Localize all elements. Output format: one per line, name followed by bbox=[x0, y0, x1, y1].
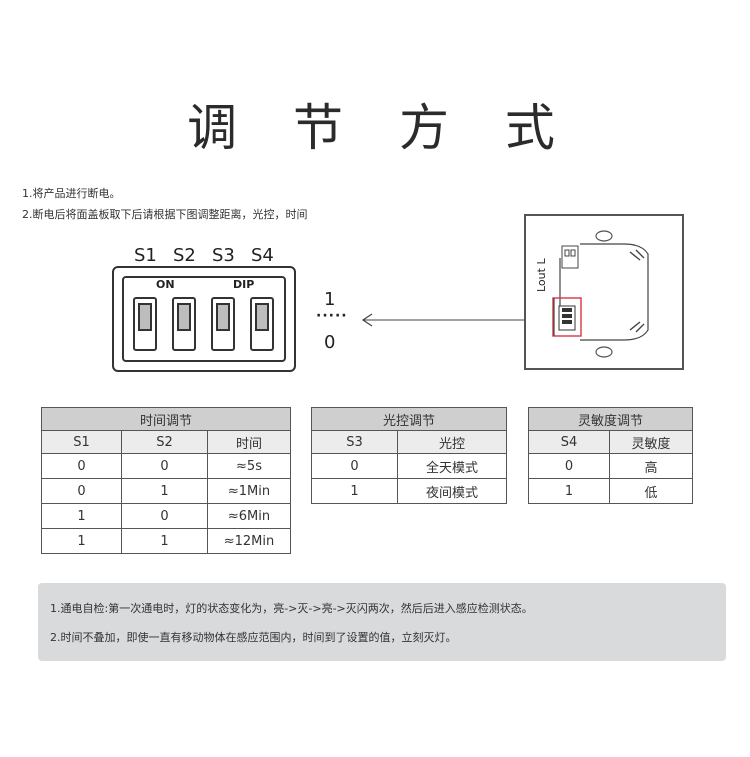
table-cell: ≈6Min bbox=[207, 503, 291, 529]
table-cell: 1 bbox=[121, 478, 208, 504]
table-cell: 0 bbox=[41, 453, 122, 479]
table-cell: 1 bbox=[41, 528, 122, 554]
table-cell: 低 bbox=[609, 478, 693, 504]
table-cell: 0 bbox=[121, 503, 208, 529]
time-header-s1: S1 bbox=[41, 430, 122, 454]
device-back-panel bbox=[524, 214, 684, 370]
light-header-mode: 光控 bbox=[397, 430, 507, 454]
table-cell: 1 bbox=[311, 478, 398, 504]
dip-toggle-s2 bbox=[172, 297, 196, 351]
table-cell: 全天模式 bbox=[397, 453, 507, 479]
note-1: 1.通电自检:第一次通电时，灯的状态变化为，亮->灭->亮->灭闪两次，然后后进… bbox=[50, 602, 533, 615]
lout-label: Lout L bbox=[535, 248, 555, 298]
pointer-arrow-icon bbox=[361, 313, 554, 327]
sensitivity-table-title: 灵敏度调节 bbox=[528, 407, 693, 431]
circuit-board-icon bbox=[552, 230, 649, 358]
dip-toggle-s4 bbox=[250, 297, 274, 351]
step-2: 2.断电后将面盖板取下后请根据下图调整距离，光控，时间 bbox=[22, 208, 308, 221]
table-cell: ≈1Min bbox=[207, 478, 291, 504]
table-cell: 夜间模式 bbox=[397, 478, 507, 504]
table-cell: 1 bbox=[121, 528, 208, 554]
light-header-s3: S3 bbox=[311, 430, 398, 454]
scale-dots: ····· bbox=[316, 308, 348, 324]
dip-label-s1: S1 bbox=[134, 245, 157, 266]
dip-dip-label: DIP bbox=[233, 278, 255, 291]
step-1: 1.将产品进行断电。 bbox=[22, 187, 121, 200]
table-cell: 0 bbox=[311, 453, 398, 479]
sensitivity-header-level: 灵敏度 bbox=[609, 430, 693, 454]
table-cell: 0 bbox=[121, 453, 208, 479]
table-cell: 0 bbox=[41, 478, 122, 504]
time-header-time: 时间 bbox=[207, 430, 291, 454]
dip-toggle-s1 bbox=[133, 297, 157, 351]
dip-label-s4: S4 bbox=[251, 245, 274, 266]
dip-on-label: ON bbox=[156, 278, 175, 291]
scale-top-label: 1 bbox=[324, 289, 336, 310]
table-cell: 0 bbox=[528, 453, 610, 479]
note-2: 2.时间不叠加，即使一直有移动物体在感应范围内，时间到了设置的值，立刻灭灯。 bbox=[50, 631, 457, 644]
table-cell: 1 bbox=[41, 503, 122, 529]
dip-label-s3: S3 bbox=[212, 245, 235, 266]
dip-knob-s2 bbox=[177, 303, 191, 331]
instruction-steps: 1.将产品进行断电。 2.断电后将面盖板取下后请根据下图调整距离，光控，时间 bbox=[22, 183, 308, 225]
scale-bottom-label: 0 bbox=[324, 332, 336, 353]
dip-knob-s4 bbox=[255, 303, 269, 331]
table-cell: 1 bbox=[528, 478, 610, 504]
dip-switch-inner bbox=[122, 276, 286, 362]
table-cell: ≈12Min bbox=[207, 528, 291, 554]
page-title: 调 节 方 式 bbox=[187, 99, 575, 157]
dip-switch-labels: S1 S2 S3 S4 bbox=[132, 245, 282, 267]
lout-text: Lout L bbox=[535, 258, 548, 292]
dip-knob-s3 bbox=[216, 303, 230, 331]
sensitivity-header-s4: S4 bbox=[528, 430, 610, 454]
time-table-title: 时间调节 bbox=[41, 407, 291, 431]
dip-label-s2: S2 bbox=[173, 245, 196, 266]
time-header-s2: S2 bbox=[121, 430, 208, 454]
table-cell: 高 bbox=[609, 453, 693, 479]
notes-panel: 1.通电自检:第一次通电时，灯的状态变化为，亮->灭->亮->灭闪两次，然后后进… bbox=[38, 583, 726, 661]
dip-knob-s1 bbox=[138, 303, 152, 331]
light-table-title: 光控调节 bbox=[311, 407, 507, 431]
table-cell: ≈5s bbox=[207, 453, 291, 479]
dip-toggle-s3 bbox=[211, 297, 235, 351]
